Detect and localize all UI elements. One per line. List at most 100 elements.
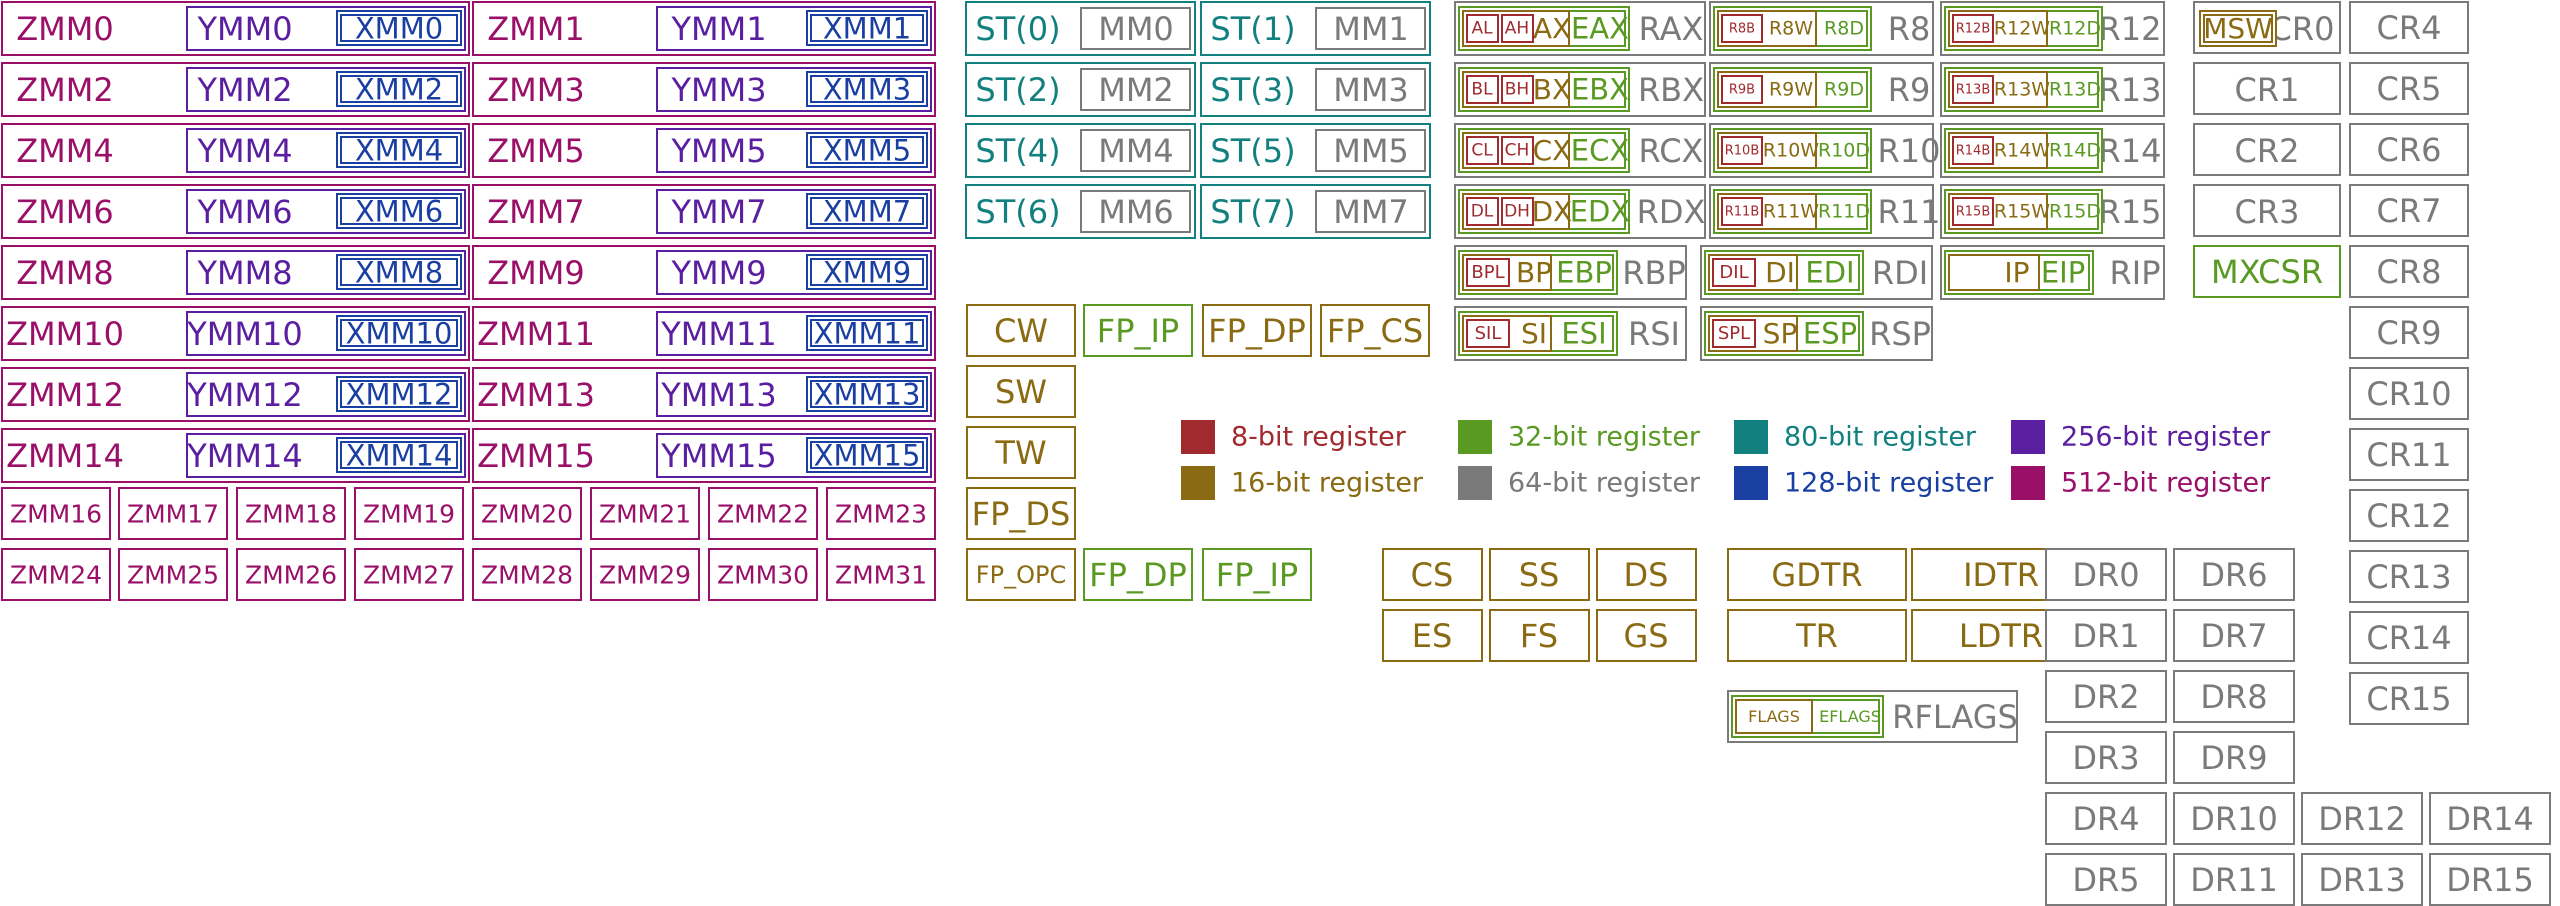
legend-label: 16-bit register [1231,467,1424,499]
msw-label: MSW [2203,12,2273,45]
mm-label: MM7 [1333,193,1409,231]
ymm-label: YMM2 [197,71,293,109]
xmm-register-xmm8 [336,254,462,290]
zmm-label: ZMM19 [362,499,456,529]
legend-label: 8-bit register [1231,421,1406,453]
mm-label: MM1 [1333,10,1409,48]
gpr-32-label: R10D [1817,139,1871,162]
legend-swatch-b256 [2011,420,2045,454]
mm-label: MM3 [1333,71,1409,109]
gpr-8-label: DH [1504,201,1530,222]
xmm-label: XMM3 [822,72,912,107]
xmm-register-xmm5 [806,132,928,168]
zmm-register-zmm16 [1,487,111,540]
dr-label: DR4 [2072,800,2140,838]
dr-label: DR14 [2446,800,2534,838]
gpr-8-low-dl [1466,197,1499,226]
control-register-cr9 [2349,306,2469,359]
table-register-tr [1727,609,1907,662]
gpr-32-label: R11D [1817,200,1871,223]
xmm-label: XMM4 [354,133,444,168]
xmm-label: XMM2 [354,72,444,107]
legend-label: 32-bit register [1508,421,1701,453]
gpr-16-label: R9W [1768,78,1814,101]
segment-label: CS [1410,556,1454,594]
zmm-register-zmm29 [590,548,700,601]
legend-swatch-b8 [1181,420,1215,454]
zmm-label: ZMM18 [244,499,338,529]
cr-label: CR7 [2376,192,2442,230]
legend-swatch-b32 [1458,420,1492,454]
gpr-64-label: RAX [1638,10,1704,48]
zmm-register-zmm25 [118,548,228,601]
xmm-label: XMM9 [822,255,912,290]
xmm-register-xmm3 [806,71,928,107]
fpu-ip-register-32 [1202,548,1312,601]
gpr-8-label: AH [1504,18,1530,39]
gpr-16-label: AX [1532,12,1572,45]
gpr-32-label: ECX [1570,133,1630,168]
cr-label: CR14 [2366,619,2452,657]
gpr-8-register-r10b [1721,136,1763,165]
zmm-label: ZMM22 [716,499,810,529]
debug-register-dr13 [2301,853,2423,906]
ymm-label: YMM13 [661,376,777,414]
gpr-8-register-r15b [1952,197,1994,226]
cr-label: CR11 [2366,436,2452,474]
gpr-8-high-ch [1501,136,1534,165]
gpr-64-label: R14 [2098,132,2162,170]
gpr-32-label: EBX [1570,72,1630,107]
legend-label: 512-bit register [2061,467,2271,499]
dr-label: DR3 [2072,739,2140,777]
gpr-64-label: RBP [1622,254,1686,292]
gpr-16-label: SP [1762,317,1798,350]
gpr-8-label: CL [1471,140,1493,161]
debug-register-dr10 [2173,792,2295,845]
zmm-register-zmm18 [236,487,346,540]
gpr-8-high-ah [1501,14,1534,43]
control-register-cr5 [2349,62,2469,115]
control-register-cr13 [2349,550,2469,603]
cr-label: CR2 [2234,132,2300,170]
xmm-register-xmm6 [336,193,462,229]
debug-register-dr9 [2173,731,2295,784]
dr-label: DR15 [2446,861,2534,899]
gpr-16-label: R14W [1993,139,2051,162]
legend-label: 128-bit register [1784,467,1994,499]
table-label: LDTR [1958,617,2044,655]
zmm-label: ZMM4 [16,132,114,170]
debug-register-dr1 [2045,609,2167,662]
table-label: TR [1796,617,1838,655]
gpr-8-label: BL [1471,79,1493,100]
zmm-register-zmm28 [472,548,582,601]
ymm-label: YMM6 [197,193,293,231]
debug-register-dr5 [2045,853,2167,906]
legend-swatch-b512 [2011,466,2045,500]
gpr-32-label: EDX [1569,194,1631,229]
dr-label: DR13 [2318,861,2406,899]
gpr-32-label: EDI [1805,255,1855,290]
gpr-32-label: EAX [1570,11,1630,46]
zmm-label: ZMM2 [16,71,114,109]
gpr-16-label: R15W [1993,200,2051,223]
xmm-register-xmm13 [806,376,928,412]
dr-label: DR12 [2318,800,2406,838]
debug-register-dr0 [2045,548,2167,601]
xmm-label: XMM13 [813,377,921,412]
gpr-16-label: CX [1532,134,1572,167]
gpr-8-label: AL [1471,18,1493,39]
dr-label: DR7 [2200,617,2268,655]
zmm-register-zmm31 [826,548,936,601]
xmm-label: XMM14 [345,438,453,473]
st-label: ST(7) [1210,193,1296,231]
st-label: ST(0) [975,10,1061,48]
xmm-label: XMM7 [822,194,912,229]
flags-register [1735,699,1813,734]
segment-register-ss [1489,548,1590,601]
mmx-register-mm3 [1315,68,1426,111]
label-sw: SW [995,373,1047,411]
rip-label: RIP [2109,254,2161,292]
zmm-label: ZMM9 [487,254,585,292]
st-label: ST(2) [975,71,1061,109]
ymm-label: YMM10 [187,315,303,353]
